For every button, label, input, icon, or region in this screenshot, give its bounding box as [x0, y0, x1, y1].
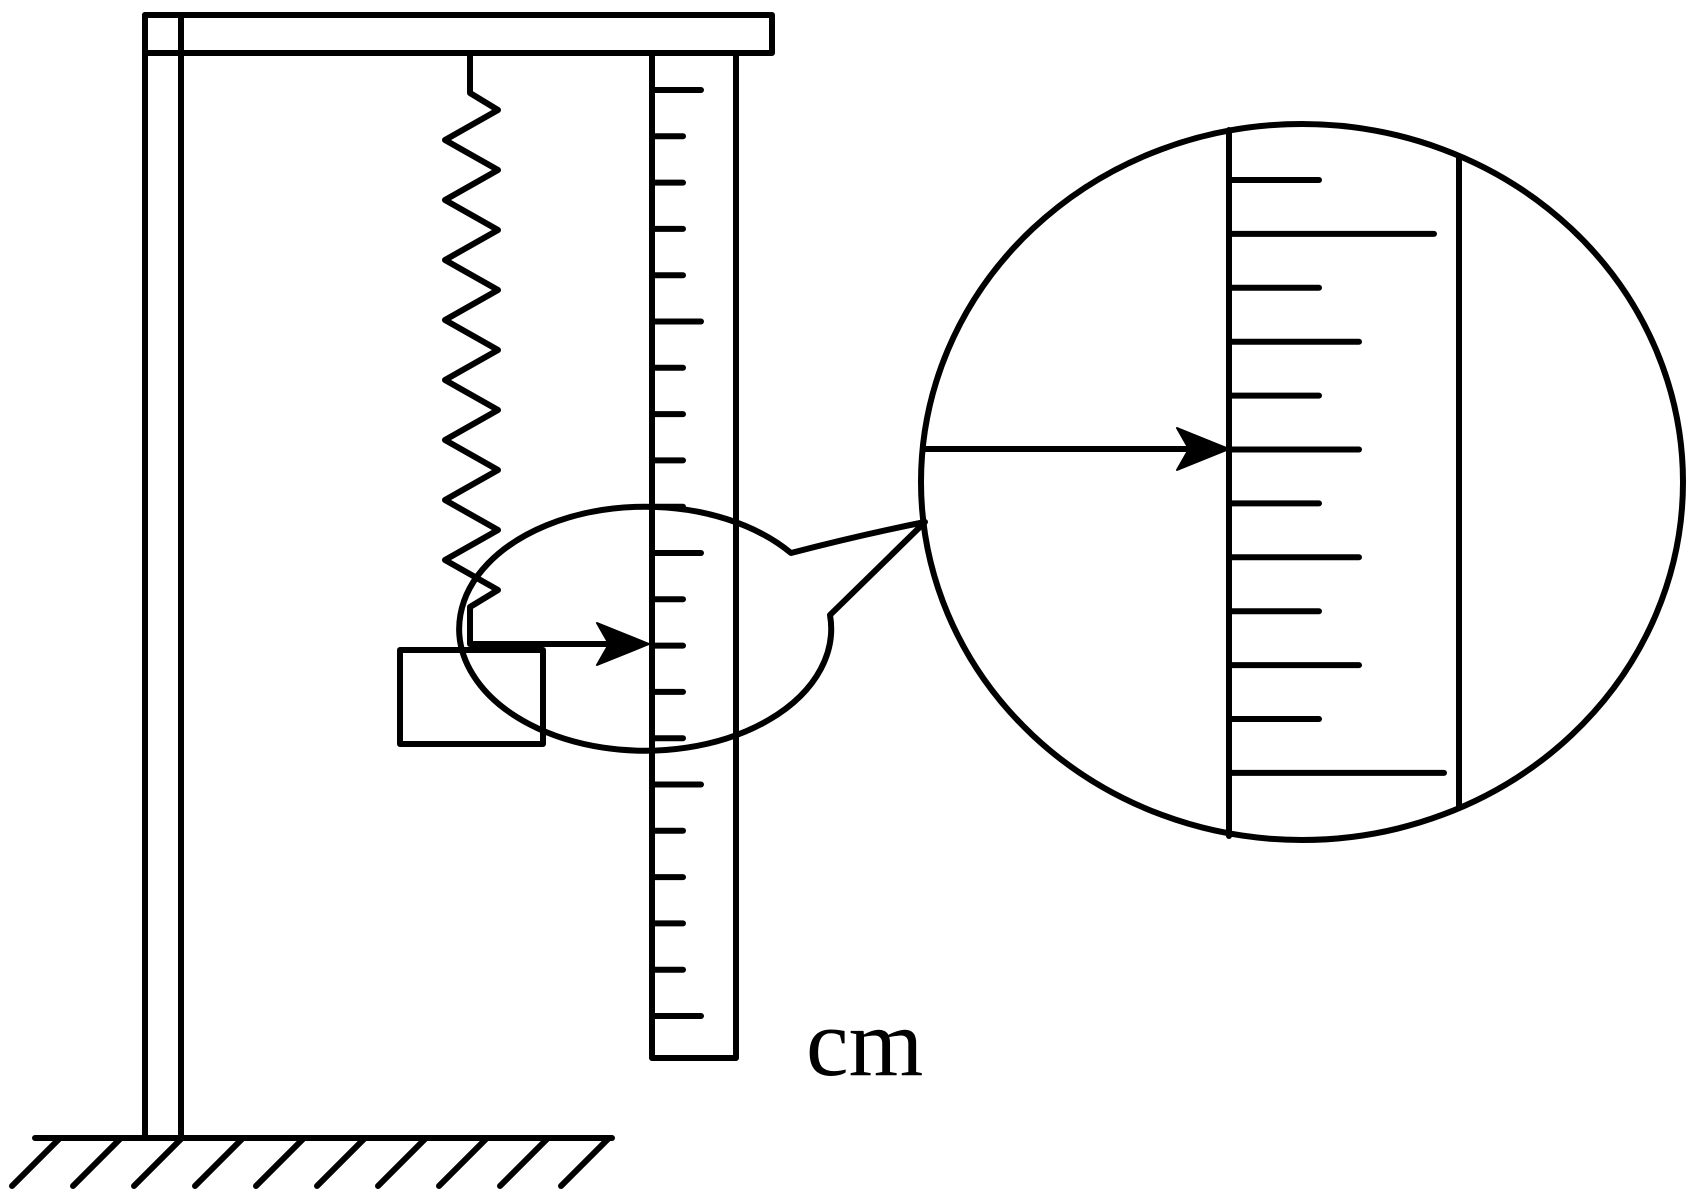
stand-post — [142, 12, 184, 1141]
hatch-mark — [192, 1135, 246, 1189]
magnified-view-circle — [918, 121, 1686, 843]
hatch-mark — [558, 1135, 612, 1189]
ground-base — [9, 1135, 615, 1189]
hatch-mark — [9, 1135, 63, 1189]
hatch-mark — [497, 1135, 551, 1189]
hatch-mark — [436, 1135, 490, 1189]
small-magnifier-ellipse — [456, 503, 928, 754]
magnified-pointer-arrowhead — [1176, 427, 1230, 471]
ground-hatching — [9, 1135, 612, 1189]
hatch-mark — [131, 1135, 185, 1189]
hatch-mark — [70, 1135, 124, 1189]
unit-label: cm — [806, 989, 923, 1096]
pointer-arrowhead — [596, 622, 650, 666]
hatch-mark — [314, 1135, 368, 1189]
stand-arm — [142, 12, 775, 56]
ruler-ticks — [649, 87, 704, 1019]
magnified-ruler-ticks — [1226, 177, 1447, 776]
weight-block — [397, 647, 546, 747]
hatch-mark — [253, 1135, 307, 1189]
hatch-mark — [375, 1135, 429, 1189]
spring — [442, 50, 501, 646]
